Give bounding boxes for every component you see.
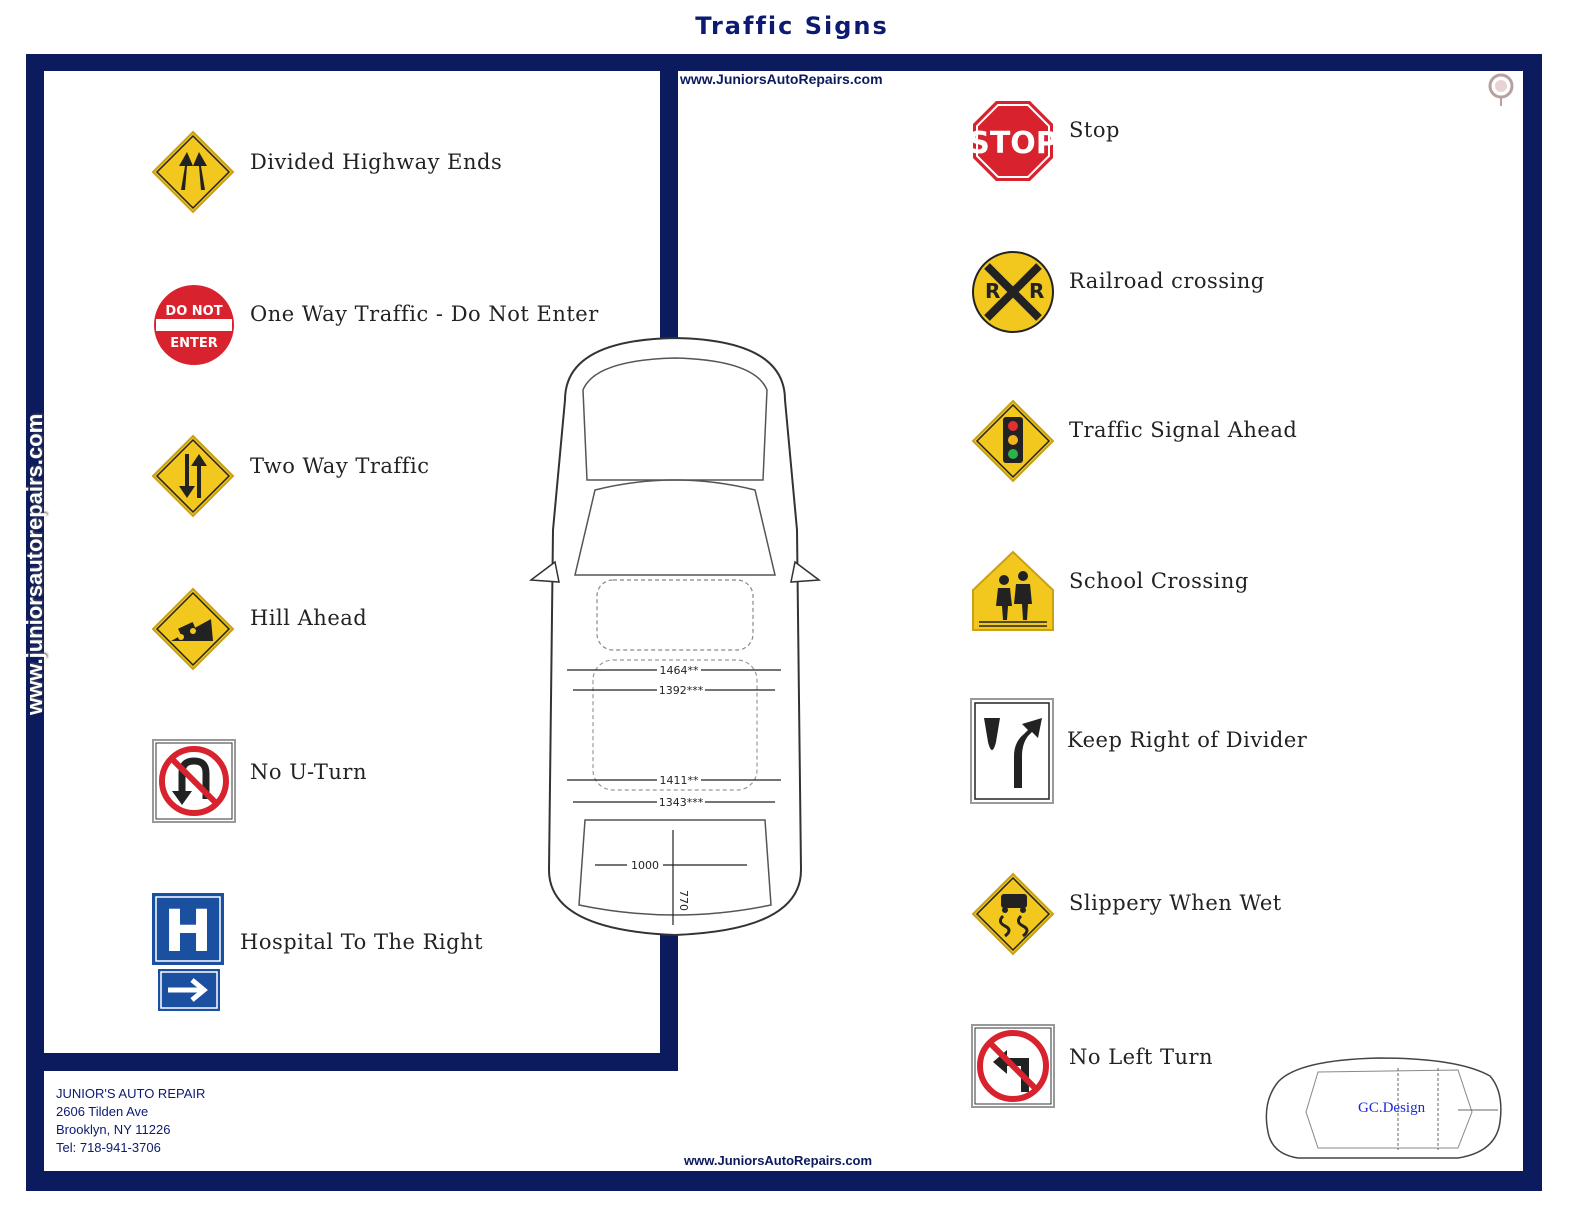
design-credit: GC.Design: [1358, 1100, 1426, 1116]
sign-label: School Crossing: [1069, 569, 1249, 593]
divided-highway-ends-icon: [151, 130, 235, 214]
no-u-turn-icon: [152, 739, 236, 823]
slippery-icon: [971, 872, 1055, 956]
stop-icon: STOP: [971, 101, 1055, 181]
sign-label: Railroad crossing: [1069, 269, 1265, 293]
right-panel: [678, 71, 1523, 1171]
address-block: JUNIOR'S AUTO REPAIR 2606 Tilden Ave Bro…: [56, 1085, 205, 1157]
traffic-signal-icon: [971, 399, 1055, 483]
center-divider-bottom: [660, 940, 678, 1071]
bottom-left-panel: [44, 1071, 694, 1171]
city-address: Brooklyn, NY 11226: [56, 1122, 171, 1137]
street-address: 2606 Tilden Ave: [56, 1104, 149, 1119]
sign-label: One Way Traffic - Do Not Enter: [250, 302, 599, 326]
keep-right-icon: [970, 698, 1054, 804]
hill-ahead-icon: [151, 587, 235, 671]
do-not-enter-icon: DO NOT ENTER: [154, 285, 234, 365]
sign-label: Divided Highway Ends: [250, 150, 503, 174]
sign-label: No Left Turn: [1069, 1045, 1214, 1069]
sign-label: Hospital To The Right: [240, 930, 484, 954]
dimension-label: 1392***: [659, 684, 704, 697]
business-name: JUNIOR'S AUTO REPAIR: [56, 1086, 206, 1101]
sign-label: Hill Ahead: [250, 606, 368, 630]
page-title: Traffic Signs: [695, 12, 889, 40]
url-bottom[interactable]: www.JuniorsAutoRepairs.com: [684, 1153, 873, 1168]
enter-text: ENTER: [170, 336, 218, 351]
sign-label: Two Way Traffic: [250, 454, 430, 478]
dimension-label: 1343***: [659, 796, 704, 809]
stop-text: STOP: [971, 126, 1055, 161]
dimension-label: 1000: [631, 859, 659, 872]
center-divider-top: [660, 71, 678, 333]
logo-mark-icon: [1488, 73, 1514, 106]
side-url: www.juniorsautorepairs.com: [22, 413, 47, 715]
car-small-diagram: [1265, 1057, 1502, 1159]
do-not-text: DO NOT: [165, 304, 222, 319]
dimension-label: 770: [677, 890, 690, 911]
railroad-crossing-icon: R R: [972, 251, 1054, 333]
two-way-traffic-icon: [151, 434, 235, 518]
sign-label: Stop: [1069, 118, 1120, 142]
hospital-h-text: H: [164, 897, 213, 965]
hospital-icon: H: [152, 893, 224, 1011]
rr-left-text: R: [985, 279, 1000, 303]
school-crossing-icon: [972, 550, 1054, 631]
telephone: Tel: 718-941-3706: [56, 1140, 161, 1155]
sign-label: Slippery When Wet: [1069, 891, 1282, 915]
left-panel-bottom-bar: [44, 1053, 678, 1071]
car-top-view-diagram: 1464** 1392*** 1411** 1343*** 1000 770: [528, 336, 822, 937]
rr-right-text: R: [1029, 279, 1044, 303]
sign-label: Traffic Signal Ahead: [1069, 418, 1298, 442]
dimension-label: 1464**: [660, 664, 699, 677]
sign-label: No U-Turn: [250, 760, 367, 784]
no-left-turn-icon: [971, 1024, 1055, 1108]
url-top[interactable]: www.JuniorsAutoRepairs.com: [680, 71, 883, 87]
sign-label: Keep Right of Divider: [1067, 728, 1308, 752]
dimension-label: 1411**: [660, 774, 699, 787]
